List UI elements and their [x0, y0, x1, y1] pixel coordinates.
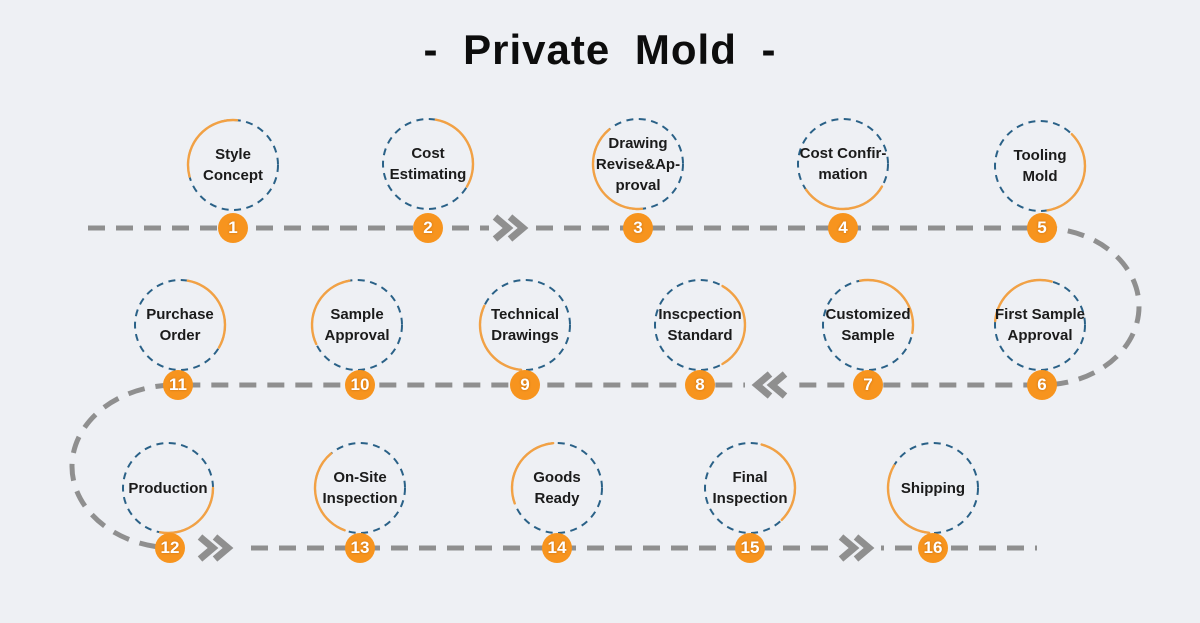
orange-arc-accent [821, 278, 915, 372]
step-label: Shipping [900, 479, 966, 497]
step-number-badge: 14 [542, 533, 572, 563]
step-number-badge: 10 [345, 370, 375, 400]
step-number-badge: 16 [918, 533, 948, 563]
step-ring-icon [310, 278, 404, 372]
orange-arc-accent [993, 278, 1087, 372]
step-ring-icon [313, 441, 407, 535]
left-double-chevron-icon [745, 371, 791, 399]
step-number-badge: 7 [853, 370, 883, 400]
dashed-ring [994, 279, 1086, 371]
step-label: Cost Confir-mation [799, 145, 887, 183]
step-number-badge: 11 [163, 370, 193, 400]
step-ring-icon [993, 119, 1087, 213]
process-step-circle: Shipping [885, 440, 981, 536]
orange-arc-accent [796, 117, 890, 211]
step-label: Production [128, 479, 208, 497]
step-number-badge: 8 [685, 370, 715, 400]
step-ring-icon [510, 441, 604, 535]
orange-arc-accent [310, 278, 404, 372]
step-number-badge: 13 [345, 533, 375, 563]
step-number-badge: 9 [510, 370, 540, 400]
orange-arc-accent [381, 117, 475, 211]
step-number-badge: 15 [735, 533, 765, 563]
step-ring-icon [186, 118, 280, 212]
orange-arc-accent [653, 278, 747, 372]
orange-arc-accent [510, 441, 604, 535]
step-ring-icon [381, 117, 475, 211]
step-ring-icon [796, 117, 890, 211]
process-step-circle: Production [120, 440, 216, 536]
step-number-badge: 1 [218, 213, 248, 243]
orange-arc-accent [591, 117, 685, 211]
step-ring-icon [821, 278, 915, 372]
flow-dashed-path [69, 225, 1142, 551]
orange-arc-accent [133, 278, 227, 372]
step-ring-icon [478, 278, 572, 372]
page-title: - Private Mold - [423, 26, 777, 73]
right-double-chevron-icon [194, 534, 240, 562]
step-number-badge: 3 [623, 213, 653, 243]
dashed-ring [797, 118, 889, 210]
orange-arc-accent [186, 118, 280, 212]
step-ring-icon [591, 117, 685, 211]
orange-arc-accent [993, 119, 1087, 213]
orange-arc-accent [313, 441, 407, 535]
right-double-chevron-icon [835, 534, 881, 562]
step-ring-icon [703, 441, 797, 535]
step-number-badge: 6 [1027, 370, 1057, 400]
step-ring-icon [133, 278, 227, 372]
process-step-circle: Cost Confir-mation [795, 116, 891, 212]
step-number-badge: 2 [413, 213, 443, 243]
step-number-badge: 12 [155, 533, 185, 563]
right-double-chevron-icon [489, 214, 535, 242]
step-ring-icon [653, 278, 747, 372]
orange-arc-accent [886, 441, 980, 535]
orange-arc-accent [703, 441, 797, 535]
step-ring-icon [886, 441, 980, 535]
step-number-badge: 4 [828, 213, 858, 243]
step-ring-icon [993, 278, 1087, 372]
orange-arc-accent [478, 278, 572, 372]
step-number-badge: 5 [1027, 213, 1057, 243]
